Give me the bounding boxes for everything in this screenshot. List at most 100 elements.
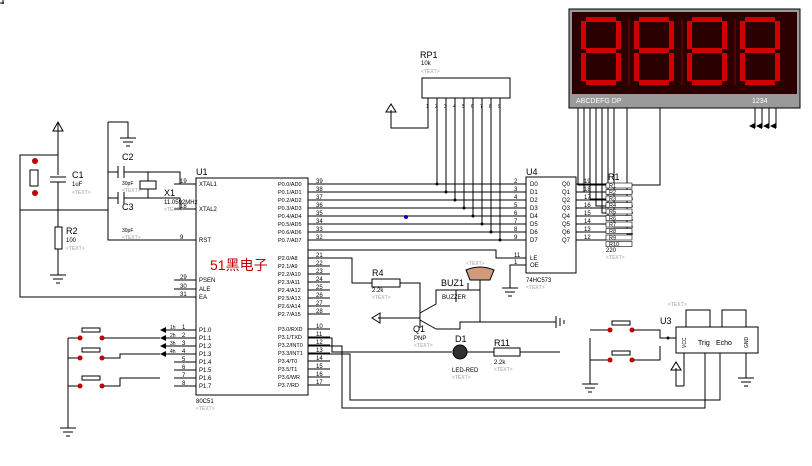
u1-pin-num-21: 21 [316,253,323,259]
u3-text-top: <TEXT> [668,302,687,308]
buz1-text: <TEXT> [466,261,485,267]
d1-value: LED-RED [452,368,479,374]
u1-pin-num-28: 28 [316,309,323,315]
u1-pin-num-11: 11 [316,332,323,338]
u4-pin-q4: Q4 [562,214,571,220]
r11-value: 2.2k [494,360,506,366]
segment-f [634,21,639,49]
c2-value: 30pF [122,181,133,187]
key-button-2[interactable] [68,347,160,361]
u4-pin-num-19: 19 [584,179,591,185]
u3-ref: U3 [660,316,672,326]
u3-pin-vcc: VCC [682,337,688,348]
u1-pin-p2_pins-0: P2.0/A8 [278,256,298,262]
r4-ref: R4 [372,268,384,278]
u1-pin-xtal2: XTAL2 [199,207,218,213]
r1-label-7: R8 [609,229,616,235]
u1-type: 80C51 [196,399,214,405]
u1-pin-p1-5: P1.5 [199,368,212,374]
r1-label-8: R9 [609,236,616,242]
u1-text: <TEXT> [196,406,215,412]
u3-pin-gnd: GND [744,337,750,349]
segment-c [669,53,674,81]
c2-text: <TEXT> [122,188,141,194]
u4-pin-num-15: 15 [584,211,591,217]
segment-b [669,21,674,49]
u1-pin-p3_pins-4: P3.4/T0 [278,359,297,365]
r1-label-9: R10 [609,242,619,248]
u4-pin-q5: Q5 [562,222,571,228]
segment-d [586,80,616,85]
key-button-1[interactable] [68,327,160,341]
rp1-ref: RP1 [420,50,438,60]
c3-text: <TEXT> [122,235,141,241]
segment-b [775,21,780,49]
u1-pin-rst: RST [199,238,211,244]
u1-pin-num-34: 34 [316,219,323,225]
probe-marker [404,215,408,219]
u1-pin-num-23: 23 [316,269,323,275]
segment-c [775,53,780,81]
u1-pin-num-17: 17 [316,380,323,386]
u4-pin-num-8: 8 [514,227,518,233]
c1-ref: C1 [72,170,84,180]
u1-pin-p3_pins-7: P3.7/RD [278,383,299,389]
u1-pin-num-33: 33 [316,227,323,233]
ultrasonic-u3: <TEXT> U3 VCC Trig Echo GND [308,302,759,409]
r1-label-3: R4 [609,203,616,209]
u1-pin-num-15: 15 [316,364,323,370]
u1-pin-num-36: 36 [316,203,323,209]
segment-e [581,53,586,81]
r2-value: 100 [66,238,77,244]
key-button-3[interactable] [68,375,160,389]
vcc-arrow-rp1 [385,98,429,129]
u1-pin-num-16: 16 [316,372,323,378]
segment-b [722,21,727,49]
c3-value: 30pF [122,228,133,234]
u4-pin-num-11: 11 [514,253,521,259]
u1-pin-num-1: 1 [182,325,186,331]
u1-pin-xtal1: XTAL1 [199,182,218,188]
u4-pin-d3: D3 [530,206,538,212]
r1-label-5: R6 [609,216,616,222]
key-label-4h: 4h [170,349,176,355]
u1-pin-p0_pins-1: P0.1/AD1 [278,190,302,196]
u1-pin-p2_pins-1: P2.1/A9 [278,264,298,270]
key-label-2h: 2h [170,333,176,339]
u4-pin-q3: Q3 [562,206,571,212]
u1-pin-p2_pins-6: P2.6/A14 [278,304,301,310]
r1-text: <TEXT> [606,255,625,261]
reset-button[interactable] [32,158,38,164]
p0-bus-wires [330,98,526,242]
u1-pin-num-35: 35 [316,211,323,217]
u3-button-2[interactable] [590,346,661,363]
rp1-text: <TEXT> [421,69,440,75]
u4-pin-q0: Q0 [562,182,571,188]
u4-pin-num-17: 17 [584,195,591,201]
oe-ground [502,287,518,297]
segment-e [687,53,692,81]
u4-pin-num-9: 9 [514,235,518,241]
digit-1 [581,17,630,85]
u4-pin-d5: D5 [530,222,538,228]
u4-pin-num-18: 18 [584,187,591,193]
u4-pin-num-6: 6 [514,211,518,217]
r1-value: 220 [606,248,617,254]
u4-pin-le: LE [530,256,537,262]
u1-pin-num-31: 31 [180,292,187,298]
segment-a [639,17,669,22]
oe-wire [509,264,526,288]
u1-pin-num-6: 6 [182,365,186,371]
u1-pin-p2_pins-2: P2.2/A10 [278,272,301,278]
u4-pin-num-3: 3 [514,187,518,193]
u1-pin-num-18: 18 [180,204,187,210]
segment-g [586,48,616,53]
u4-pin-num-4: 4 [514,195,518,201]
u1-pin-num-27: 27 [316,301,323,307]
u4-pin-d4: D4 [530,214,538,220]
u1-pin-p0_pins-0: P0.0/AD0 [278,182,302,188]
u1-pin-p0_pins-5: P0.5/AD5 [278,222,302,228]
u4-pin-num-7: 7 [514,219,518,225]
u4-pin-num-16: 16 [584,203,591,209]
